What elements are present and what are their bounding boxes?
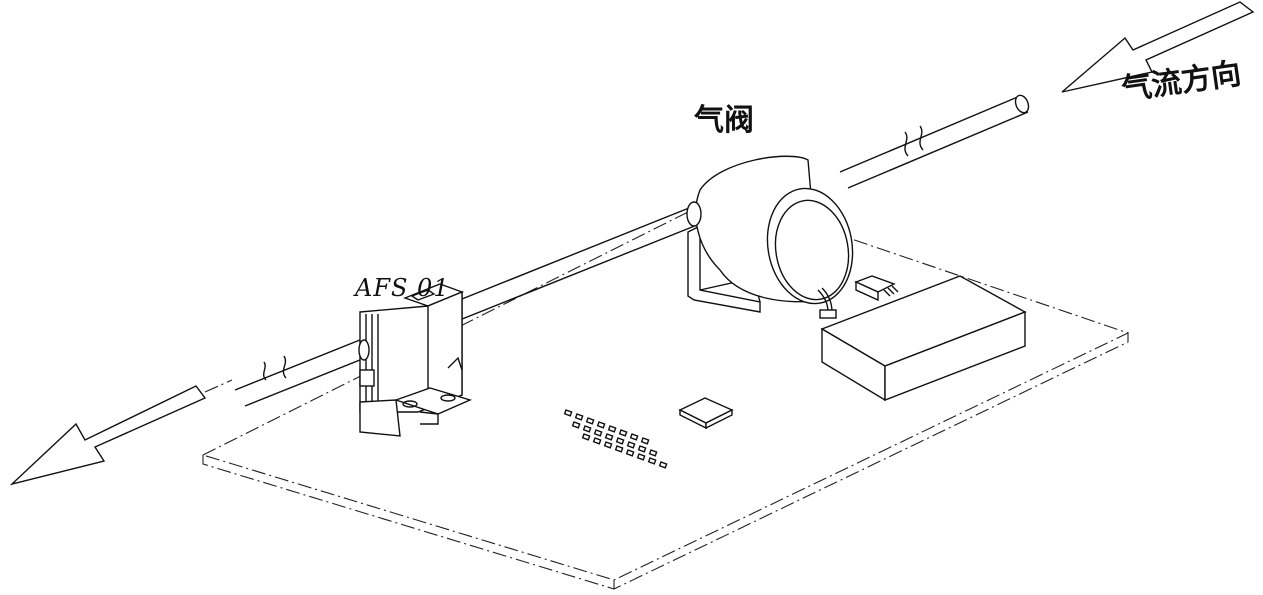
smd-resistor [637,445,647,453]
gas-valve [686,155,854,319]
smd-resistor [571,421,581,429]
smd-chip [678,397,734,430]
arrow-icon [9,385,207,486]
smd-resistor [596,421,606,429]
passive-components [563,409,668,469]
sensor-model-label: AFS 01 [355,274,450,302]
smd-resistor [658,461,668,469]
pcb-board [201,194,1130,590]
pipe-left [234,203,708,407]
smd-resistor [618,429,628,437]
smd-resistor [640,437,650,445]
smd-resistor [607,425,617,433]
smd-resistor [625,449,635,457]
smd-resistor [581,433,591,441]
smd-resistor [648,449,658,457]
smd-resistor [629,433,639,441]
afs01-sensor [358,283,473,437]
smd-resistor [615,437,625,445]
smd-resistor [614,445,624,453]
smd-resistor [585,417,595,425]
smd-resistor [603,441,613,449]
smd-resistor [647,457,657,465]
pipe-right [839,94,1030,189]
valve-label: 气阀 [694,103,754,138]
flow-arrow-right [1061,1,1255,93]
smd-resistor [604,433,614,441]
smd-resistor [563,409,573,417]
smd-resistor [582,425,592,433]
three-pin-component [854,275,899,302]
smd-resistor [636,453,646,461]
module-box [820,275,1027,402]
flow-arrow-left [9,379,233,486]
smd-resistor [593,429,603,437]
smd-resistor [574,413,584,421]
arrow-icon [1061,1,1255,93]
smd-resistor [626,441,636,449]
smd-resistor [592,437,602,445]
